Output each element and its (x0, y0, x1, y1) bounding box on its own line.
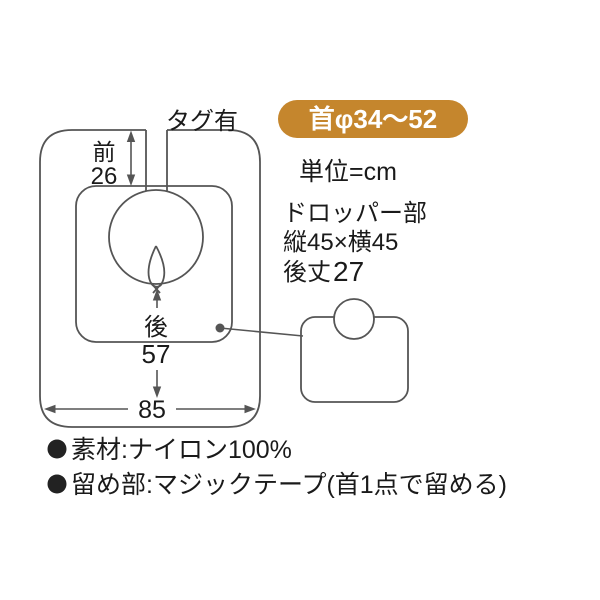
back-dim-value: 57 (142, 339, 171, 369)
neck-loop-tail-right (152, 282, 163, 294)
neck-hole (108, 189, 204, 285)
neck-loop-tail-left (150, 282, 161, 294)
width-arrowhead-right (244, 404, 256, 414)
neck-size-badge: 首φ34〜52 (278, 100, 468, 138)
callout-line (219, 327, 304, 337)
unit-note-label: 単位=cm (299, 158, 397, 186)
front-dim-value: 26 (91, 163, 118, 190)
badge-label: 首φ34〜52 (309, 104, 437, 134)
callout-dot (215, 323, 225, 333)
spec-list: 素材:ナイロン100% 留め部:マジックテープ(首1点で留める) (47, 436, 507, 499)
inset-bib-drawing (300, 298, 409, 403)
tag-note-label: タグ有 (166, 108, 238, 135)
spec-material-label: 素材:ナイロン100% (71, 436, 292, 464)
dropper-title-label: ドロッパー部 (283, 200, 427, 227)
bullet-icon (47, 474, 67, 494)
bullet-icon (47, 439, 67, 459)
cape-drawing (39, 129, 261, 428)
inset-bib-neck-hole (333, 298, 375, 340)
back-dim-label: 後 (144, 314, 168, 341)
dropper-size-label: 縦45×横45 (283, 229, 398, 256)
width-dim-value: 85 (138, 396, 166, 424)
neck-loop (147, 245, 166, 288)
front-arrowhead-down (126, 174, 136, 186)
dimension-arrowheads (44, 130, 256, 414)
dropper-back-length-label: 後丈 (283, 259, 331, 286)
back-arrowhead-up (152, 289, 162, 301)
badge-background (278, 100, 468, 138)
cape-outline (39, 129, 261, 428)
spec-fastener-label: 留め部:マジックテープ(首1点で留める) (71, 471, 507, 499)
width-arrowhead-left (44, 404, 56, 414)
front-arrowhead-up (126, 130, 136, 142)
dropper-back-length-value: 27 (333, 256, 364, 287)
dropper-panel-outline (75, 185, 233, 343)
back-arrowhead-down (152, 386, 162, 398)
front-dim-label: 前 (93, 139, 116, 165)
